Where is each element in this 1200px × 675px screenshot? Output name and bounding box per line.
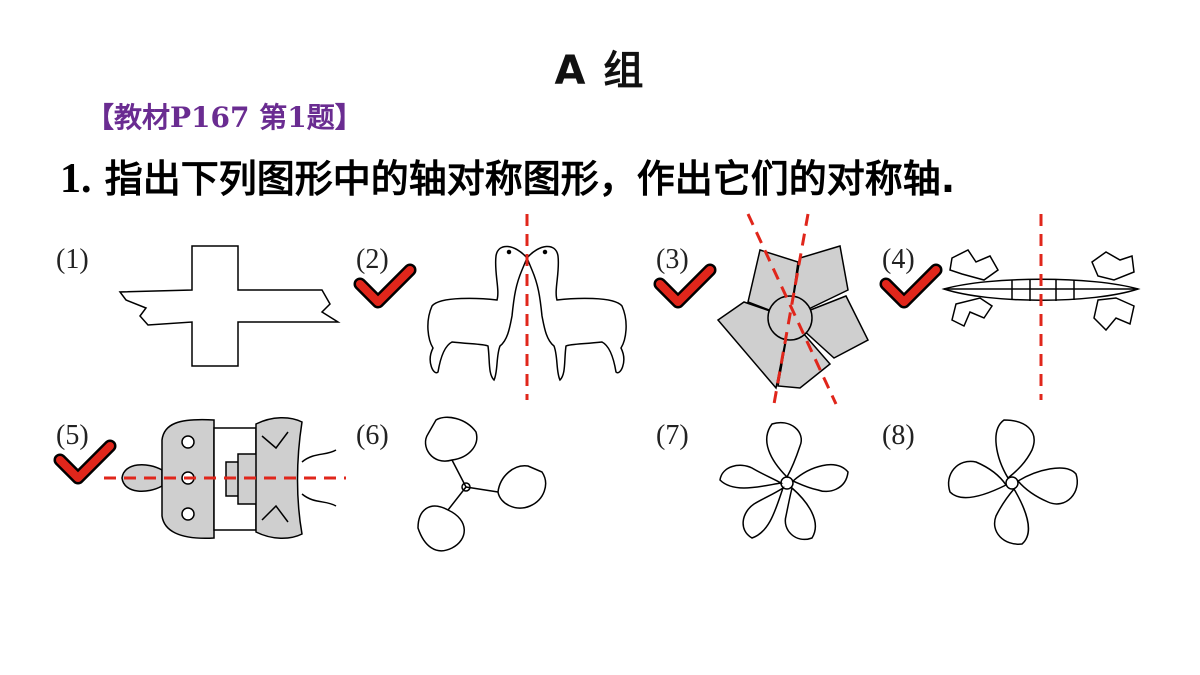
figure-3-axis-a bbox=[746, 213, 838, 405]
figure-4-shape bbox=[941, 249, 1141, 332]
check-mark-icon bbox=[53, 439, 117, 485]
figure-label-7: (7) bbox=[656, 420, 689, 451]
question-body: 指出下列图形中的轴对称图形，作出它们的对称轴. bbox=[104, 157, 956, 201]
figure-6-shape bbox=[417, 416, 547, 552]
figure-7-flower bbox=[719, 421, 849, 541]
question-text: 1. 指出下列图形中的轴对称图形，作出它们的对称轴. bbox=[60, 148, 955, 203]
figure-label-6: (6) bbox=[356, 420, 389, 451]
figure-3-axis-b bbox=[772, 213, 810, 405]
check-mark-icon bbox=[879, 263, 943, 309]
figure-label-4: (4) bbox=[882, 244, 915, 275]
figure-label-5: (5) bbox=[56, 420, 89, 451]
figure-8-flower bbox=[947, 419, 1079, 545]
textbook-source-tag: 【教材P167 第1题】 bbox=[86, 101, 363, 134]
check-mark-icon bbox=[653, 263, 717, 309]
question-number: 1. bbox=[60, 156, 92, 202]
figure-label-1: (1) bbox=[56, 244, 89, 275]
figure-label-3: (3) bbox=[656, 244, 689, 275]
figure-label-2: (2) bbox=[356, 244, 389, 275]
figure-2-animals bbox=[427, 245, 627, 382]
slide-title: A 组 bbox=[554, 48, 646, 94]
figure-1-cross bbox=[118, 245, 341, 367]
figure-label-8: (8) bbox=[882, 420, 915, 451]
check-mark-icon bbox=[353, 263, 417, 309]
figure-3-pinwheel bbox=[716, 245, 869, 390]
